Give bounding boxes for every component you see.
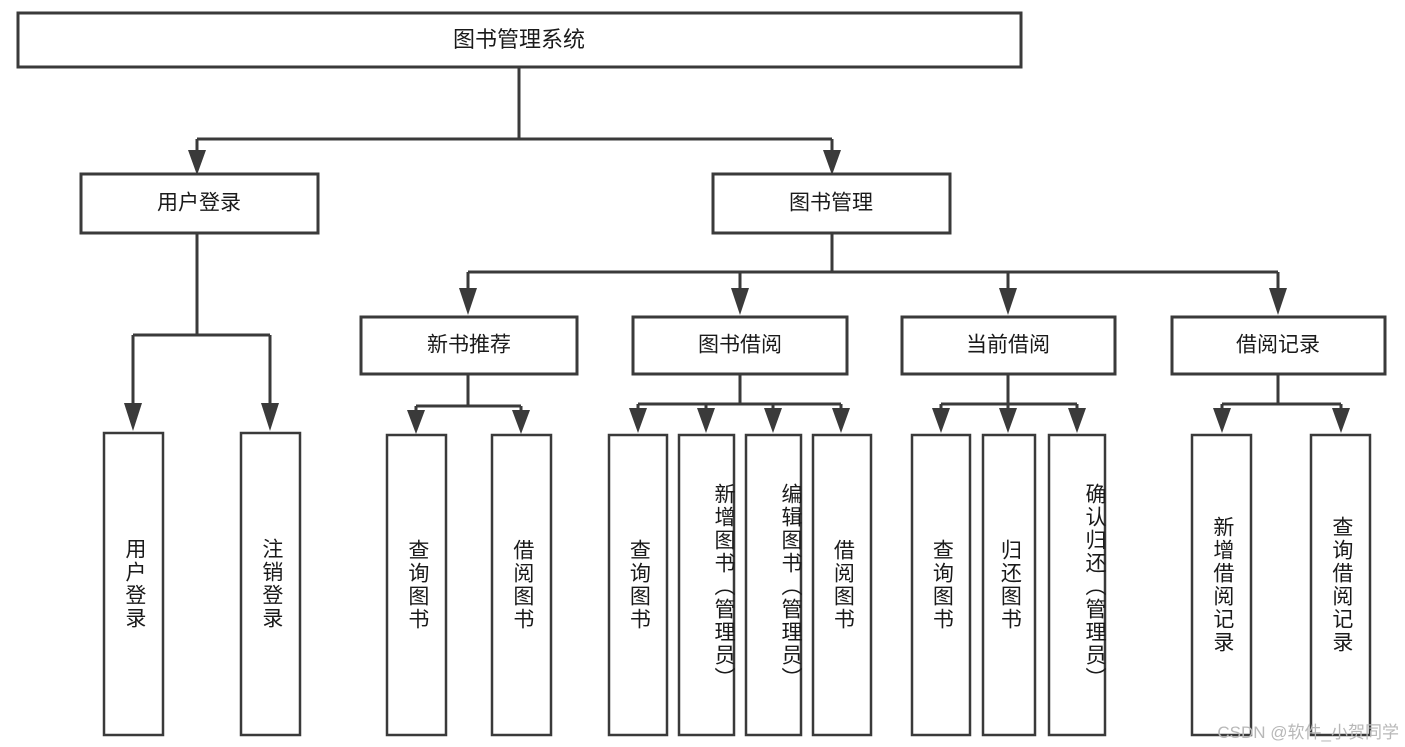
node-book-manage-label: 图书管理 (789, 192, 873, 215)
leaf-box-query-record[interactable] (1309, 433, 1372, 737)
arrow-head-leaf-user-login (124, 403, 142, 431)
node-root[interactable] (16, 11, 1023, 69)
arrow-head-leaf-add-record (1213, 408, 1231, 433)
leaf-box-user-login[interactable] (102, 431, 165, 737)
connector-group-root (188, 67, 841, 175)
arrow-head-leaf-edit-book (764, 408, 782, 433)
node-book-borrow[interactable] (631, 315, 849, 376)
leaf-label-query-book-2: 查询图书 (627, 539, 651, 631)
connector-group-new-book-rec (407, 374, 530, 434)
arrow-head-leaf-query-record (1332, 408, 1350, 433)
connector-group-book-manage (459, 233, 1287, 315)
node-borrow-record-label: 借阅记录 (1236, 334, 1320, 357)
connector-group-current-borrow (932, 374, 1086, 433)
arrow-head-leaf-logout (261, 403, 279, 431)
node-new-book-rec[interactable] (359, 315, 579, 376)
leaf-box-confirm-return[interactable] (1047, 433, 1107, 737)
leaf-box-edit-book[interactable] (744, 433, 803, 737)
leaf-box-query-book-2[interactable] (607, 433, 669, 737)
csdn-watermark: CSDN @软件_小贺同学 (1217, 723, 1399, 742)
leaf-label-return-book: 归还图书 (998, 539, 1022, 631)
leaf-label-logout: 注销登录 (259, 538, 283, 630)
arrow-head-book-borrow (731, 288, 749, 315)
arrow-head-borrow-record (1269, 288, 1287, 315)
leaf-label-query-book-3: 查询图书 (930, 539, 954, 631)
node-current-borrow[interactable] (900, 315, 1117, 376)
arrow-head-leaf-borrow-book-1 (512, 410, 530, 434)
node-book-borrow-label: 图书借阅 (698, 334, 782, 357)
leaf-box-add-record[interactable] (1190, 433, 1253, 737)
arrow-head-leaf-query-book-3 (932, 408, 950, 433)
arrow-head-new-book-rec (459, 288, 477, 315)
leaf-label-edit-book: 编辑图书（管理员） (779, 482, 802, 690)
arrow-head-current-borrow (999, 288, 1017, 315)
leaf-box-add-book[interactable] (677, 433, 736, 737)
arrow-head-leaf-query-book-2 (629, 408, 647, 433)
node-new-book-rec-label: 新书推荐 (427, 334, 511, 357)
leaf-label-borrow-book-1: 借阅图书 (510, 539, 534, 631)
leaf-box-borrow-book-2[interactable] (811, 433, 873, 737)
node-root-label: 图书管理系统 (453, 27, 585, 52)
arrow-head-leaf-add-book (697, 408, 715, 433)
leaf-box-borrow-book-1[interactable] (490, 433, 553, 737)
leaf-label-confirm-return: 确认归还（管理员） (1083, 482, 1106, 690)
arrow-head-book-manage (823, 150, 841, 175)
node-book-manage[interactable] (711, 172, 952, 235)
leaf-label-user-login: 用户登录 (122, 538, 146, 630)
arrow-head-user-login (188, 150, 206, 175)
connector-group-book-borrow (629, 374, 850, 433)
arrow-head-leaf-confirm-return (1068, 408, 1086, 433)
leaf-box-query-book-3[interactable] (910, 433, 972, 737)
leaf-label-query-record: 查询借阅记录 (1329, 516, 1353, 654)
leaf-label-query-book-1: 查询图书 (405, 539, 429, 631)
arrow-head-leaf-return-book (999, 408, 1017, 433)
leaf-box-query-book-1[interactable] (385, 433, 448, 737)
leaf-label-add-record: 新增借阅记录 (1210, 516, 1234, 654)
leaf-label-borrow-book-2: 借阅图书 (831, 539, 855, 631)
leaf-label-add-book: 新增图书（管理员） (712, 482, 735, 690)
leaf-box-return-book[interactable] (981, 433, 1037, 737)
arrow-head-leaf-borrow-book-2 (832, 408, 850, 433)
node-user-login-label: 用户登录 (157, 192, 241, 215)
leaf-box-logout[interactable] (239, 431, 302, 737)
node-user-login[interactable] (79, 172, 320, 235)
connector-group-user-login (124, 233, 279, 431)
node-borrow-record[interactable] (1170, 315, 1387, 376)
node-current-borrow-label: 当前借阅 (966, 334, 1050, 357)
arrow-head-leaf-query-book-1 (407, 410, 425, 434)
connector-group-borrow-record (1213, 374, 1350, 433)
